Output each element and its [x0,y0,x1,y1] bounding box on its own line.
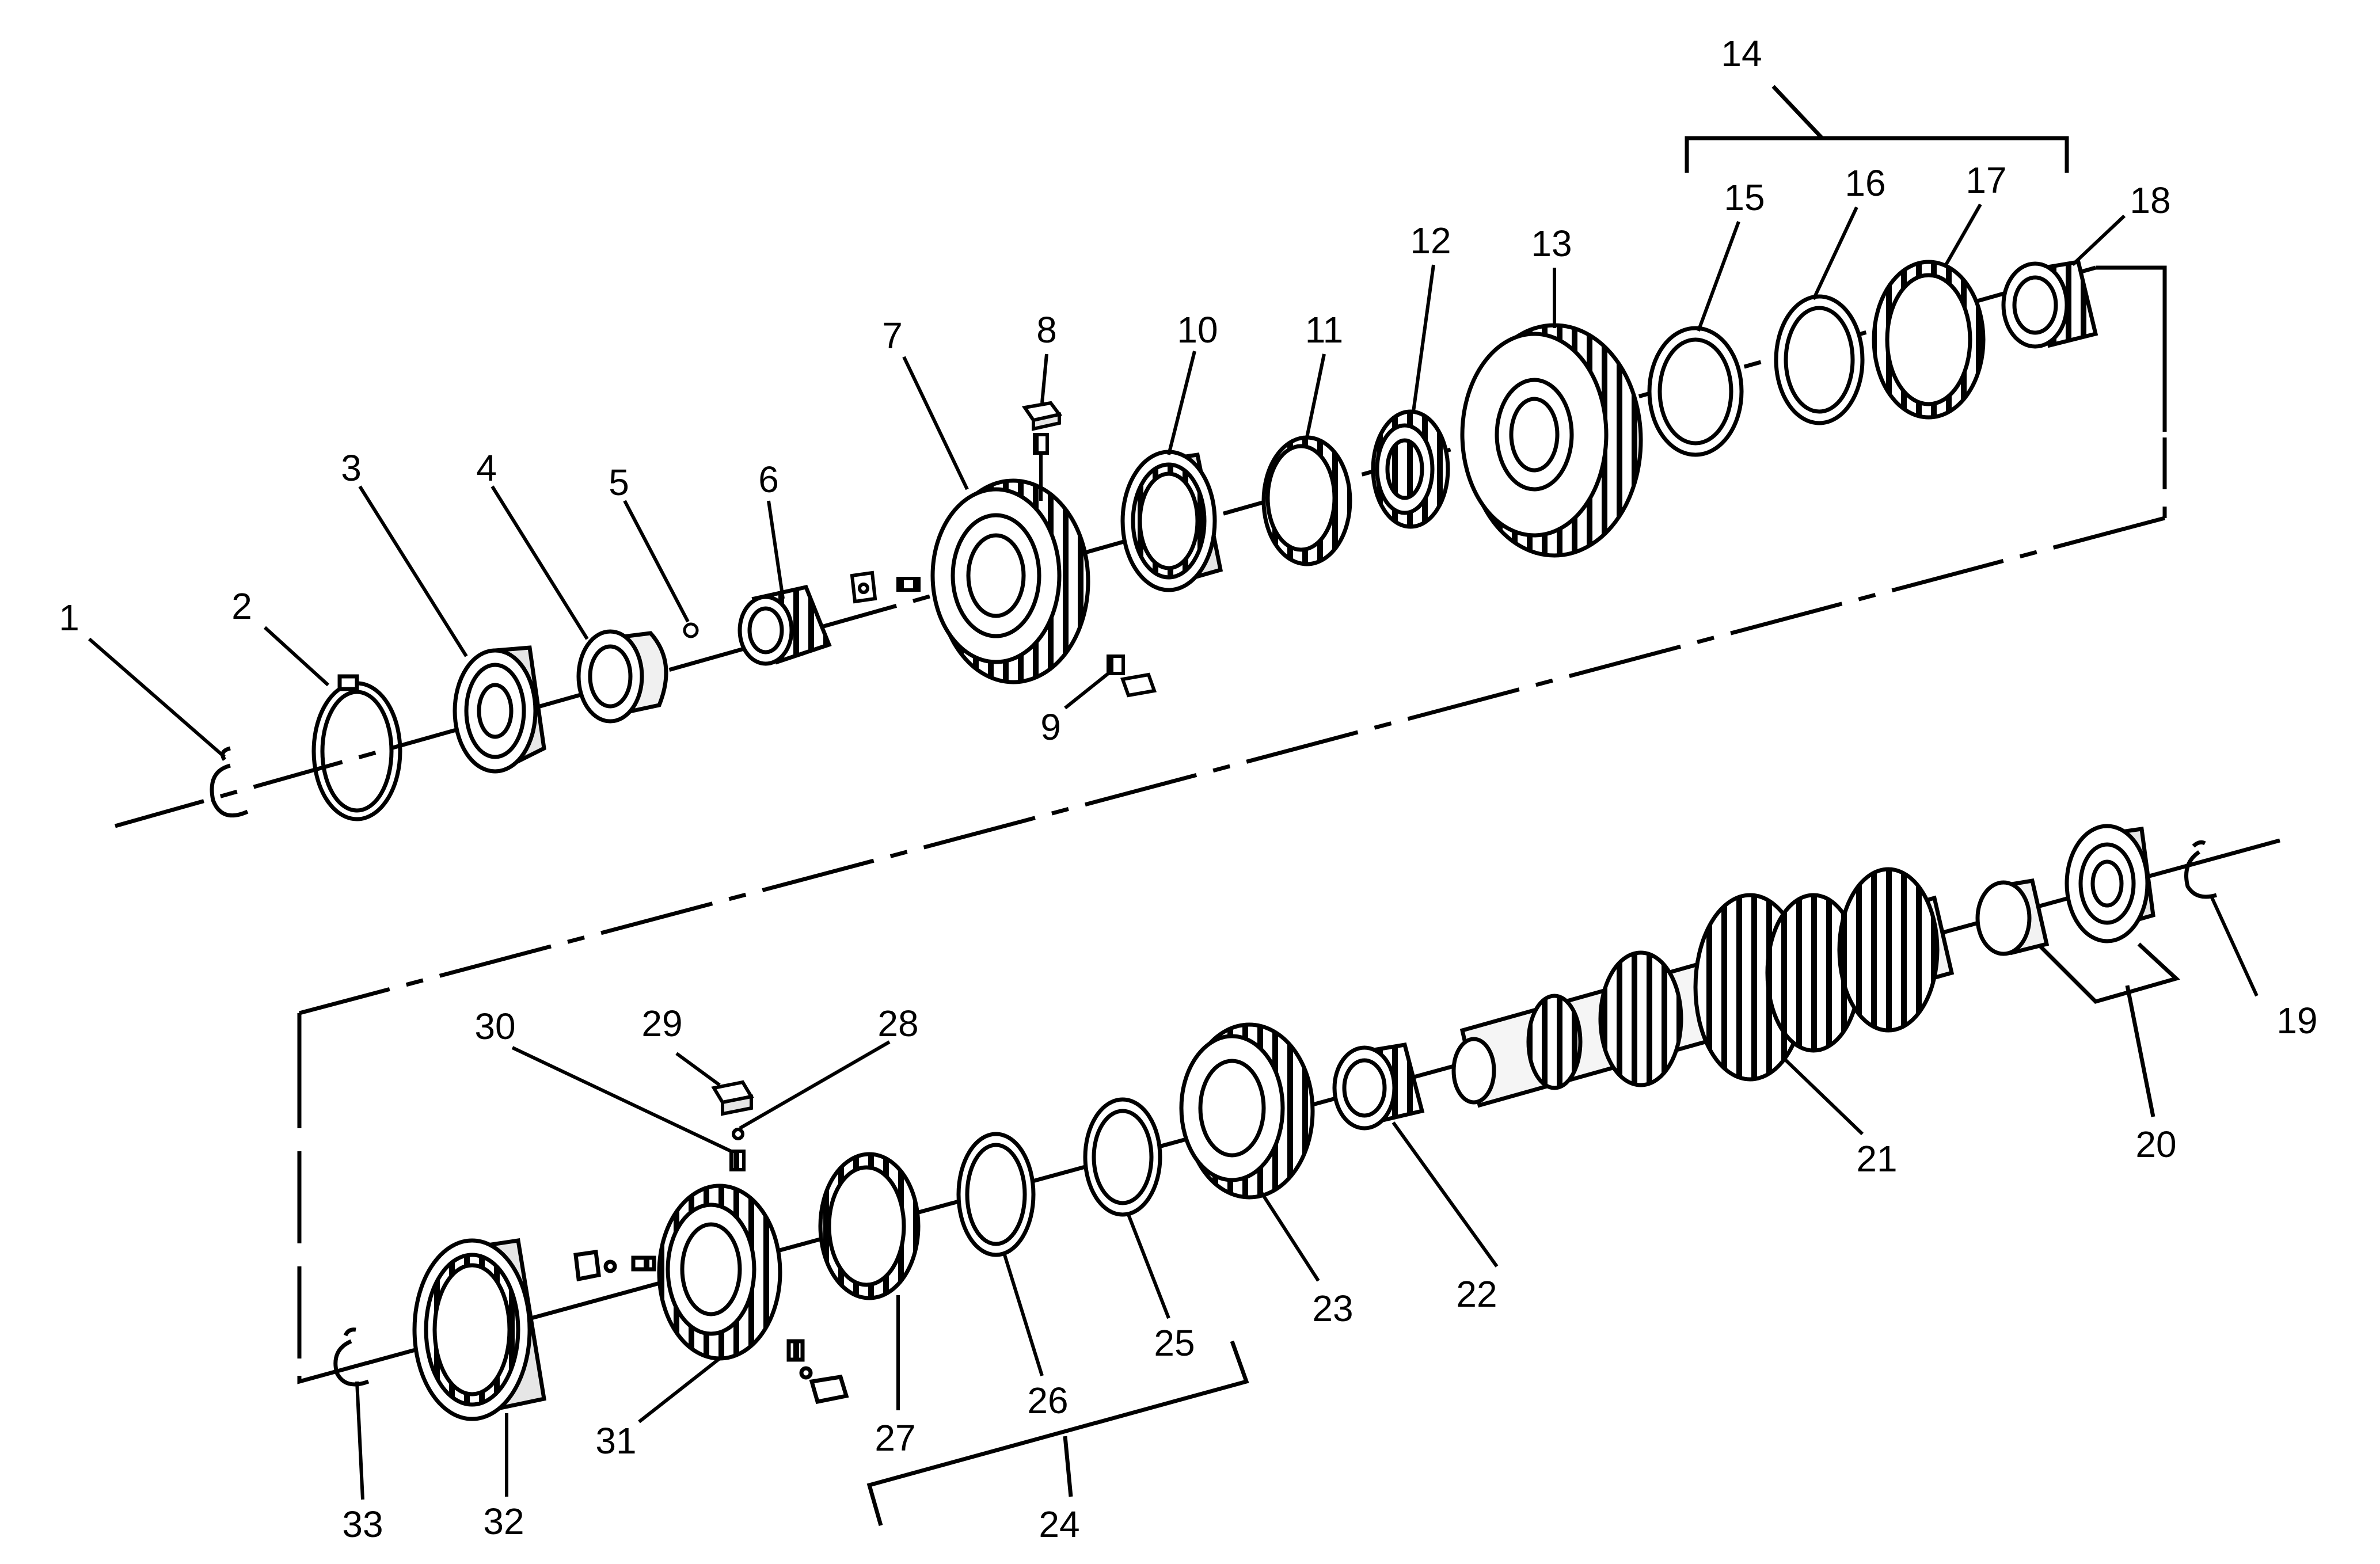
callout-27: 27 [875,1417,915,1459]
part-ring-26 [956,1132,1036,1257]
part-bearing-3 [453,645,546,774]
callout-2: 2 [231,585,252,627]
part-ring-16 [1774,294,1865,425]
callout-1: 1 [59,597,79,638]
callout-13: 13 [1531,223,1572,264]
callout-5: 5 [609,462,629,503]
callout-32: 32 [483,1501,524,1542]
part-ring-17 [1872,260,1986,420]
part-mainshaft-21 [1451,867,1955,1108]
callout-6: 6 [758,459,779,500]
part-bearing-20 [1975,824,2155,956]
bracket-20 [2031,937,2180,1117]
part-needle-bearing-6 [737,584,832,666]
callout-31: 31 [595,1420,636,1462]
callout-12: 12 [1410,220,1451,261]
part-key-28-29-30 [711,1080,754,1171]
callout-24: 24 [1039,1504,1079,1545]
callout-labels: 1 2 3 4 5 6 7 8 9 10 11 12 13 14 15 16 1… [59,33,2317,1545]
callout-29: 29 [641,1003,682,1044]
part-sleeve-32 [412,1238,546,1421]
part-bearing-12 [1371,409,1450,529]
part-gear-13 [1460,323,1643,558]
callout-14: 14 [1721,33,1762,74]
callout-33: 33 [342,1504,383,1545]
callout-8: 8 [1036,309,1057,351]
part-snap-ring-2 [311,674,402,821]
part-hub-31 [573,1184,849,1405]
callout-22: 22 [1456,1273,1497,1315]
part-snap-ring-33 [333,1327,370,1387]
part-blocker-ring-11 [1261,435,1352,566]
callout-30: 30 [474,1006,515,1047]
upper-shaft-axis [115,265,2167,828]
part-ring-25 [1083,1097,1162,1217]
part-snap-ring-19 [2184,840,2217,899]
part-gear-7 [930,478,1090,684]
part-key-8 [1021,401,1063,501]
bracket-24 [866,1340,1249,1526]
leader-lines [88,203,2259,1500]
bracket-14 [1685,85,2069,173]
callout-28: 28 [877,1003,918,1044]
callout-26: 26 [1027,1380,1068,1421]
part-ring-27 [818,1152,921,1300]
part-needle-bearing-22 [1332,1042,1425,1131]
part-detent-9 [850,570,1157,698]
callout-21: 21 [1856,1138,1897,1179]
part-synchro-sleeve-10 [1120,450,1223,592]
callout-10: 10 [1177,309,1218,351]
callout-4: 4 [476,447,497,489]
transfer-axis [299,516,2165,1015]
part-gear-23 [1179,1022,1315,1200]
callout-7: 7 [882,315,903,356]
part-ball-5 [683,622,699,638]
callout-18: 18 [2130,180,2170,221]
callout-17: 17 [1965,159,2006,201]
part-ring-15 [1647,326,1744,457]
callout-23: 23 [1312,1288,1353,1329]
part-spacer-4 [576,629,668,724]
callout-19: 19 [2276,1000,2317,1041]
callout-15: 15 [1724,177,1765,218]
callout-16: 16 [1845,162,1885,204]
part-snap-ring-1 [210,746,249,818]
callout-20: 20 [2135,1124,2176,1165]
callout-25: 25 [1154,1322,1195,1364]
part-needle-bearing-18 [2001,260,2098,349]
callout-3: 3 [341,447,362,489]
callout-9: 9 [1040,706,1061,748]
callout-11: 11 [1305,309,1343,351]
